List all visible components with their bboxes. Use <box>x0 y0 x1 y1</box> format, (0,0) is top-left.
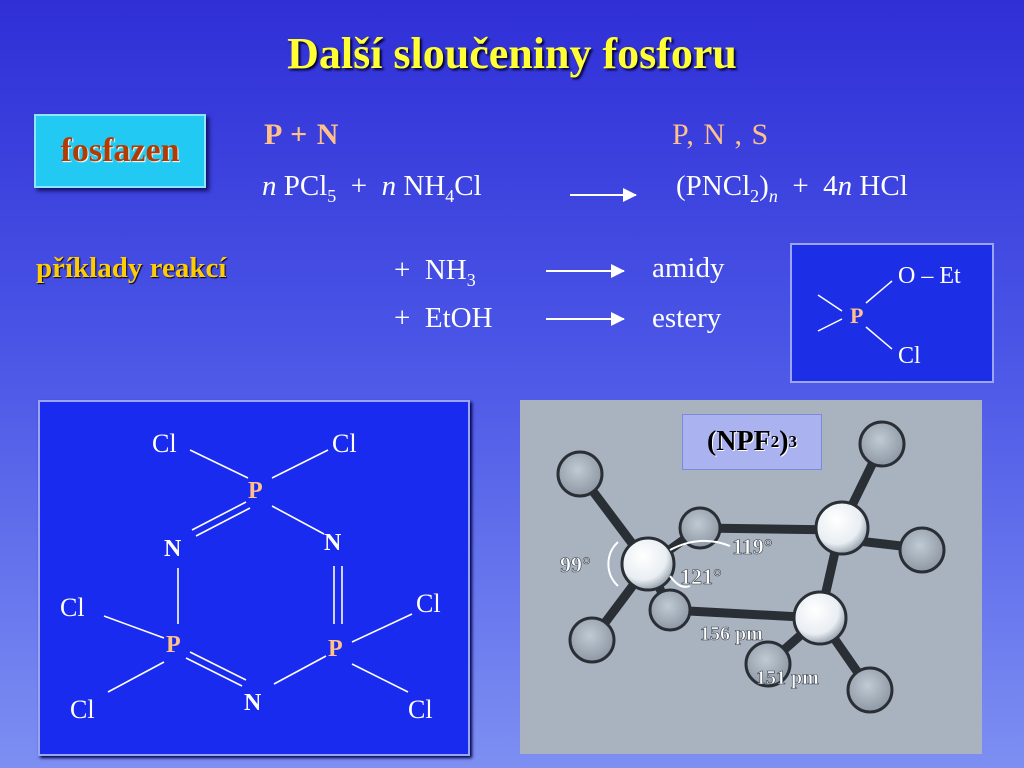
bond-left-upper <box>817 294 843 312</box>
photo-bond-151: 151 pm <box>756 667 819 689</box>
reaction-row-2: + EtOH <box>394 302 493 335</box>
eq-product-open: (PNCl <box>676 170 751 202</box>
model-atoms <box>556 420 946 714</box>
ring-cl-bottom-right: Cl <box>408 695 433 724</box>
eq-hcl: HCl <box>859 170 908 202</box>
reaction-arrow-2 <box>546 311 624 327</box>
atom-p-1 <box>620 536 676 592</box>
ester-structure-diagram: P O – Et Cl <box>817 263 961 369</box>
reaction-product-1: amidy <box>652 252 725 284</box>
elements-left: P + N <box>264 118 340 151</box>
eq-nh-sub: 4 <box>445 185 455 206</box>
bond-ptop-nleft-b <box>195 507 251 537</box>
photo-bond-156: 156 pm <box>700 623 763 645</box>
ring-n-bottom: N <box>244 690 262 716</box>
photo-angle-121: 121° <box>680 564 722 589</box>
atom-f-2 <box>568 616 616 664</box>
npf2-label-main: (NPF <box>706 426 771 457</box>
elements-right: P, N , S <box>672 118 770 151</box>
ring-cl-mid-left: Cl <box>60 593 85 622</box>
bond-ptop-nright <box>271 505 325 535</box>
eq-pcl-sub: 5 <box>327 185 337 206</box>
npf2-model-drawing: 99° 119° 121° 156 pm 151 pm <box>520 400 982 754</box>
npf2-label-sub: 2 <box>770 432 780 451</box>
bond-to-oet <box>865 280 893 304</box>
npf2-label-close: ) <box>779 426 789 457</box>
fosfazen-equation: n PCl5 + n NH4Cl <box>262 170 482 207</box>
eq-coef-n: n <box>837 170 853 202</box>
eq-product-sub: 2 <box>750 185 760 206</box>
bond-pleft-nbottom-b <box>185 657 243 687</box>
angle-arc-119 <box>669 539 731 551</box>
reaction-product-2: estery <box>652 302 722 334</box>
ring-cl-bottom-left: Cl <box>70 695 95 724</box>
bond-pleft-cl-lower <box>107 661 165 693</box>
struct-p: P <box>850 303 863 328</box>
eq-arrow <box>570 187 636 203</box>
atom-f-3 <box>858 420 906 468</box>
eq-pcl: PCl <box>283 170 328 202</box>
ring-structure-diagram: Cl Cl P N N Cl Cl P P Cl N Cl <box>60 429 441 724</box>
bond-to-cl <box>865 326 893 350</box>
atom-n-1 <box>678 506 722 550</box>
page-title: Další sloučeniny fosforu <box>287 29 737 78</box>
bond-nbottom-pright <box>273 655 327 685</box>
angle-arc-121 <box>669 575 691 588</box>
reaction-arrow-1 <box>546 263 624 279</box>
atom-f-6 <box>846 666 894 714</box>
reaction-plus: + <box>394 254 411 286</box>
atom-p-3 <box>792 590 848 646</box>
examples-label: příklady reakcí <box>36 252 227 284</box>
ring-p-right: P <box>328 636 343 662</box>
atom-f-4 <box>898 526 946 574</box>
npf2-label-sub2: 3 <box>788 432 798 451</box>
bond-ptop-nleft-a <box>191 501 247 531</box>
reaction-row-1: + NH3 <box>394 254 476 291</box>
ring-p-left: P <box>166 632 181 658</box>
bond-pleft-cl-upper <box>103 615 165 639</box>
eq-nh: NH <box>403 170 446 202</box>
eq-n2: n <box>381 170 397 202</box>
eq-product-close: ) <box>759 170 769 202</box>
atom-n-2 <box>648 588 692 632</box>
ring-n-left: N <box>164 536 182 562</box>
fosfazen-badge: fosfazen <box>34 114 206 188</box>
ring-cl-mid-right: Cl <box>416 589 441 618</box>
bond-ptop-cl-left <box>189 449 249 479</box>
bond-pright-cl-lower <box>351 663 409 693</box>
bond-left-lower <box>817 318 843 332</box>
bond-pright-cl-upper <box>351 613 413 643</box>
ring-structure-box: Cl Cl P N N Cl Cl P P Cl N Cl <box>38 400 470 756</box>
bond-pleft-nbottom-a <box>189 651 247 681</box>
atom-f-1 <box>556 450 604 498</box>
eq-cl: Cl <box>454 170 482 202</box>
ring-p-top: P <box>248 478 263 504</box>
bond-ptop-cl-right <box>271 449 329 479</box>
photo-angle-99: 99° <box>560 552 591 577</box>
ester-structure-box: P O – Et Cl <box>790 243 994 383</box>
ring-cl-top-left: Cl <box>152 429 177 458</box>
struct-cl: Cl <box>898 343 921 369</box>
eq-plus1: + <box>350 170 368 202</box>
eq-n1: n <box>262 170 277 202</box>
eq-coef: 4 <box>823 170 838 202</box>
ring-cl-top-right: Cl <box>332 429 357 458</box>
eq-product-n: n <box>768 185 778 206</box>
ring-n-right: N <box>324 530 342 556</box>
angle-arc-99 <box>607 541 619 587</box>
reaction-reagent: NH <box>424 254 467 286</box>
struct-oet: O – Et <box>898 263 961 289</box>
reaction-reagent: EtOH <box>424 302 493 334</box>
reaction-plus: + <box>394 302 411 334</box>
fosfazen-products: (PNCl2)n + 4n HCl <box>676 170 908 207</box>
reaction-reagent-sub: 3 <box>466 269 476 290</box>
atom-p-2 <box>814 500 870 556</box>
photo-angle-119: 119° <box>732 534 773 559</box>
eq-plus2: + <box>792 170 809 202</box>
atom-f-5 <box>744 640 792 688</box>
